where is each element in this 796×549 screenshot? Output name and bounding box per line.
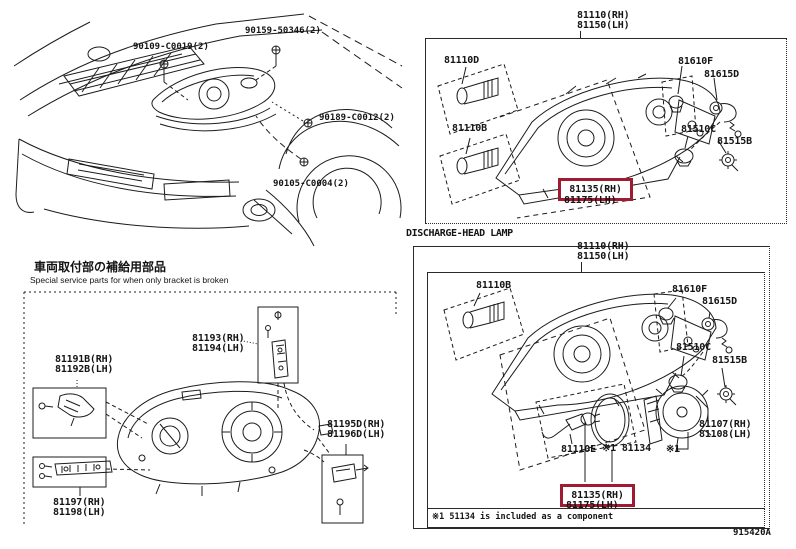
callout-90109[interactable]: 90109-C0019(2) — [133, 42, 209, 52]
callout-81195d-81196d[interactable]: 81195D(RH) 81196D(LH) — [327, 420, 385, 440]
callout-81134[interactable]: ※1 81134 — [602, 443, 651, 454]
callout-81194[interactable]: 81194(LH) — [192, 343, 245, 354]
diagram-code: 915420A — [733, 528, 771, 538]
discharge-assembly-lh[interactable]: 81150(LH) — [577, 251, 630, 262]
callout-90189[interactable]: 90189-C0012(2) — [319, 113, 395, 123]
callout-81191b[interactable]: 81191B(RH) — [55, 354, 114, 365]
callout-81510c-2[interactable]: 81510C — [676, 342, 711, 353]
callout-81515b-2[interactable]: 81515B — [712, 355, 747, 366]
callout-81510c[interactable]: 81510C — [681, 124, 716, 135]
halogen-assembly-lh[interactable]: 81150(LH) — [577, 20, 630, 31]
callout-81615d[interactable]: 81615D — [704, 69, 739, 80]
callout-81515b[interactable]: 81515B — [717, 136, 752, 147]
footnote-strip — [427, 508, 765, 528]
selected-part-rh[interactable]: 81135(RH) — [569, 184, 622, 195]
callout-90159[interactable]: 90159-50346(2) — [245, 26, 321, 36]
footnote-ref-mark: ※1 — [666, 444, 680, 455]
bracket-section-title-en: Special service parts for when only brac… — [30, 275, 229, 285]
callout-81110b[interactable]: 81110B — [452, 123, 487, 134]
discharge-section-outer-box — [413, 246, 770, 529]
halogen-assembly-label[interactable]: 81110(RH) 81150(LH) — [577, 10, 630, 31]
callout-81110e[interactable]: 81110E — [561, 444, 596, 455]
discharge-assembly-rh[interactable]: 81110(RH) — [577, 241, 630, 252]
title-connector-line-2 — [581, 262, 582, 272]
callout-81197-81198[interactable]: 81197(RH) 81198(LH) — [53, 497, 106, 518]
callout-81193[interactable]: 81193(RH) — [192, 333, 245, 344]
discharge-assembly-label[interactable]: 81110(RH) 81150(LH) — [577, 241, 630, 262]
callout-81107[interactable]: 81107(RH) — [699, 419, 752, 430]
halogen-section-box — [425, 38, 787, 224]
title-connector-line — [580, 31, 581, 38]
discharge-lamp-line-art — [443, 287, 737, 482]
callout-81107-81108[interactable]: 81107(RH) 81108(LH) — [699, 419, 752, 440]
selected-part-rh-2[interactable]: 81135(RH) — [571, 490, 624, 501]
callout-81615d-2[interactable]: 81615D — [702, 296, 737, 307]
bracket-section-line-art — [23, 291, 397, 524]
callout-81196d[interactable]: 81196D(LH) — [327, 429, 386, 440]
callout-81198[interactable]: 81198(LH) — [53, 507, 106, 518]
callout-81191b-81192b[interactable]: 81191B(RH) 81192B(LH) — [55, 355, 113, 375]
callout-81195d[interactable]: 81195D(RH) — [327, 419, 386, 430]
selected-part-box-halogen[interactable]: 81135(RH) — [558, 178, 633, 201]
halogen-assembly-rh[interactable]: 81110(RH) — [577, 10, 630, 21]
callout-81110b-2[interactable]: 81110B — [476, 280, 511, 291]
discharge-inner-box — [427, 272, 765, 509]
callout-81193-81194[interactable]: 81193(RH) 81194(LH) — [192, 333, 245, 354]
footnote-text: ※1 51134 is included as a component — [432, 512, 614, 522]
callout-81110d[interactable]: 81110D — [444, 55, 479, 66]
callout-81175-halogen[interactable]: 81175(LH) — [564, 195, 617, 206]
discharge-section-caption: DISCHARGE-HEAD LAMP — [406, 228, 513, 239]
bracket-section-title-jp: 車両取付部の補給用部品 — [34, 260, 167, 274]
callout-81197[interactable]: 81197(RH) — [53, 497, 106, 508]
car-line-art — [13, 13, 403, 247]
callout-81175-discharge[interactable]: 81175(LH) — [566, 500, 619, 511]
callout-81192b[interactable]: 81192B(LH) — [55, 364, 114, 375]
callout-81610f[interactable]: 81610F — [678, 56, 713, 67]
callout-90105[interactable]: 90105-C0004(2) — [273, 179, 349, 189]
selected-part-box-discharge[interactable]: 81135(RH) — [560, 484, 635, 507]
callout-81108[interactable]: 81108(LH) — [699, 429, 752, 440]
callout-81610f-2[interactable]: 81610F — [672, 284, 707, 295]
